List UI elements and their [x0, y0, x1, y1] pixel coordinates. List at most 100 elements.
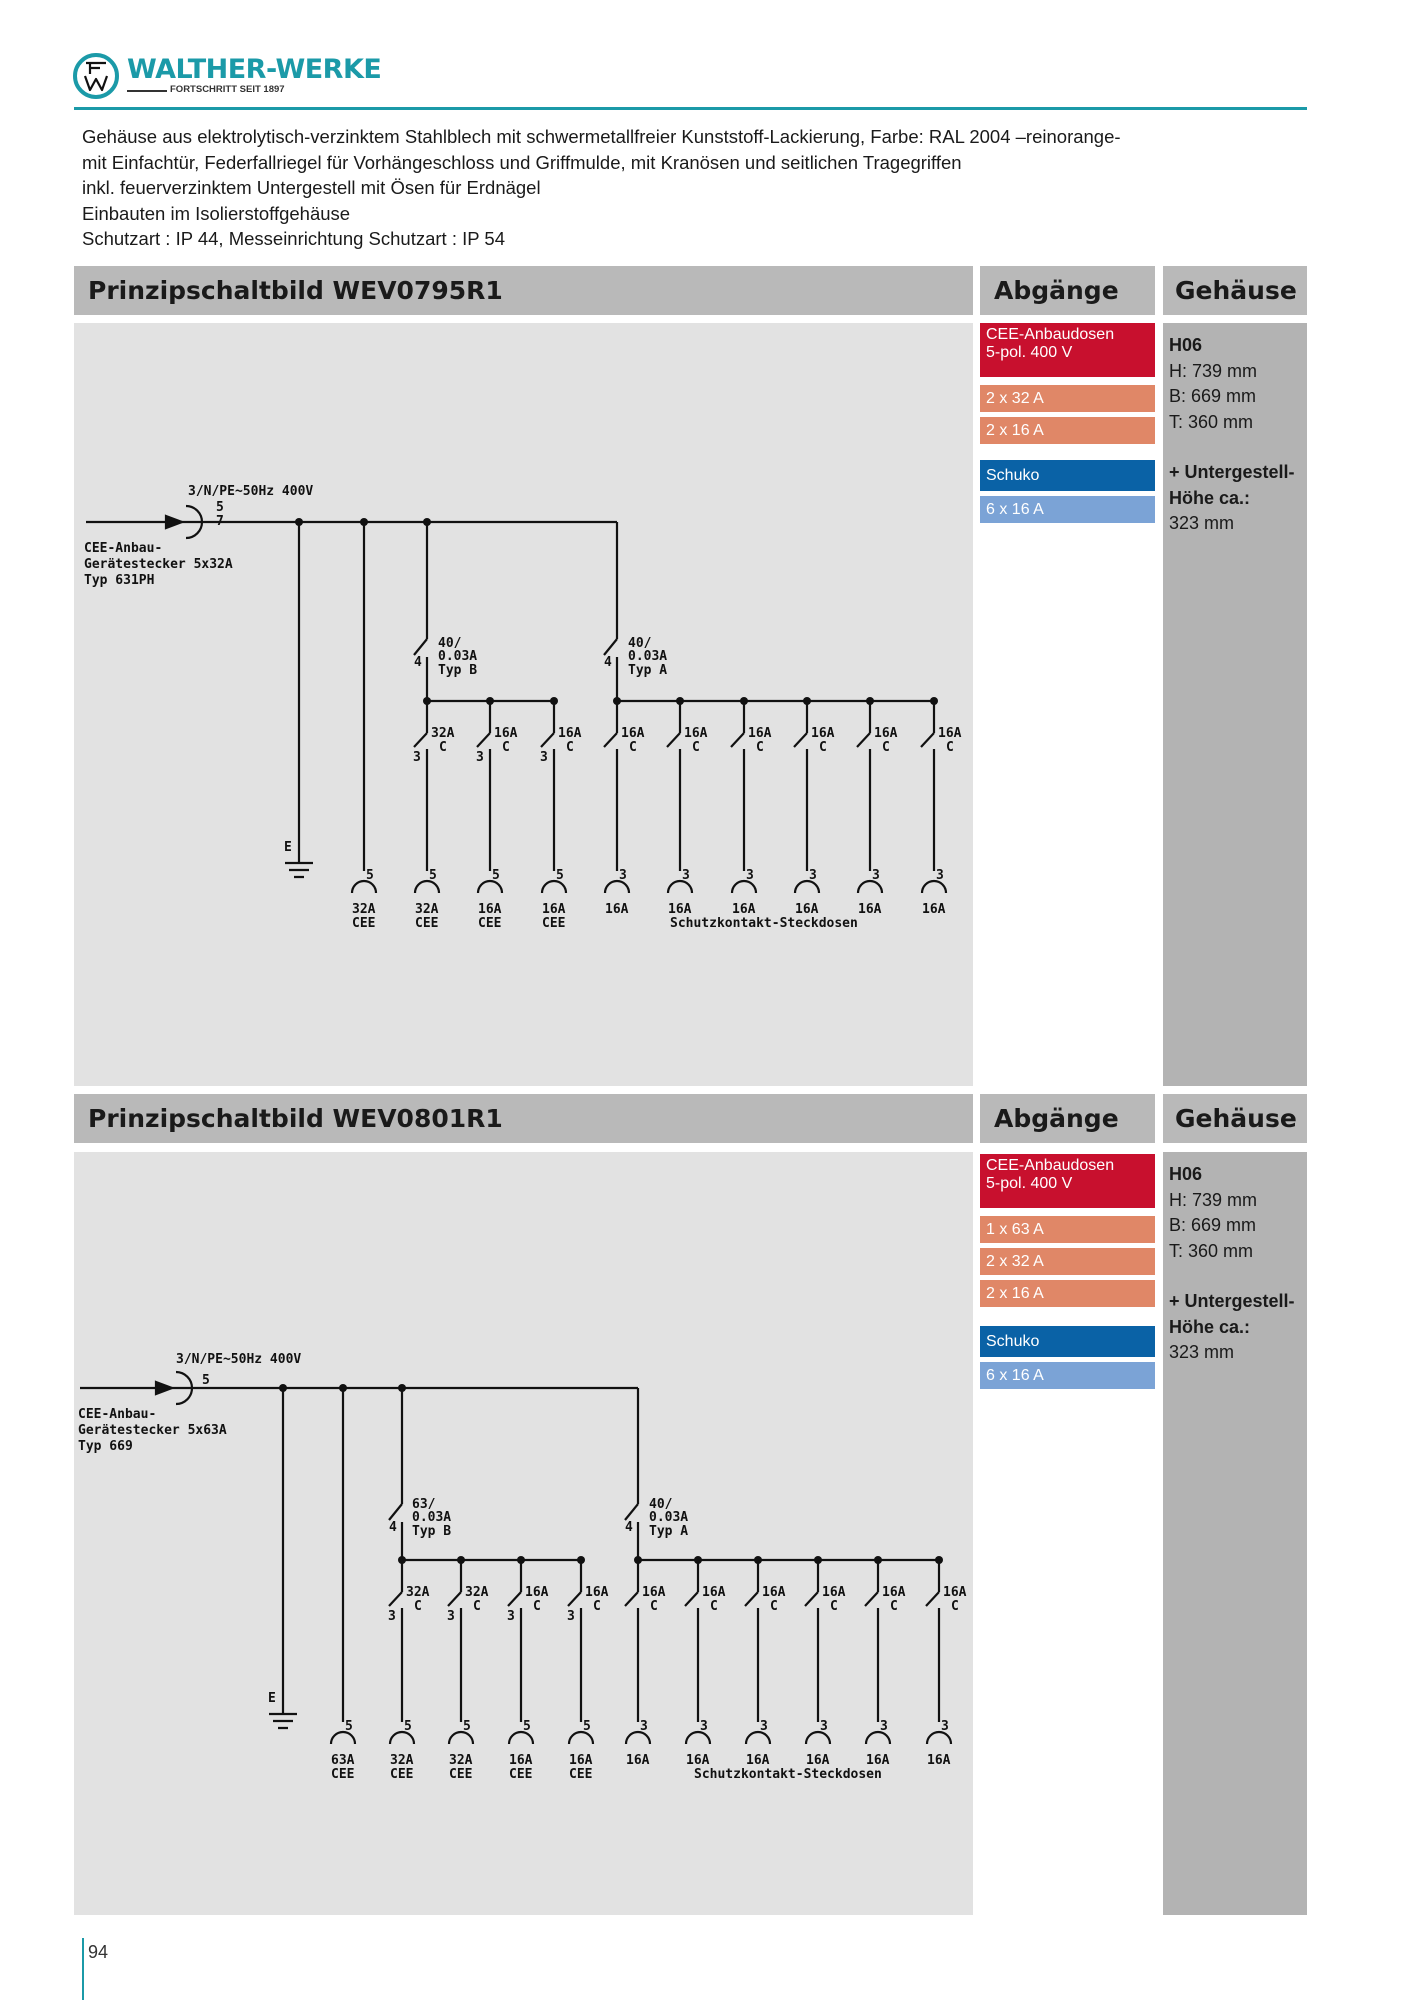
pole-label: 5: [202, 1373, 210, 1388]
breaker-switch-icon: [603, 732, 619, 871]
rcd-label: 0.03A: [412, 1510, 451, 1525]
pole-label: 5: [429, 868, 437, 883]
inlet-label: CEE-Anbau-: [78, 1407, 156, 1422]
housing-type: H06: [1169, 1164, 1203, 1184]
socket-icon: [567, 1730, 595, 1745]
breaker-switch-icon: [925, 1591, 941, 1722]
socket-icon: [476, 879, 504, 894]
cee-output-row: 2 x 16 A: [980, 417, 1155, 444]
base-frame-height: 323 mm: [1169, 1342, 1235, 1362]
base-frame-height-label: Höhe ca.:: [1169, 487, 1251, 508]
outputs-column: CEE-Anbaudosen 5-pol. 400 V 2 x 32 A 2 x…: [980, 323, 1155, 1086]
breaker-switch-icon: [856, 732, 872, 871]
earth-label: E: [284, 840, 292, 855]
socket-type: CEE: [449, 1767, 472, 1782]
socket-rating: 16A: [478, 902, 502, 917]
breaker-rating: 16A: [525, 1585, 549, 1600]
socket-rating: 16A: [542, 902, 566, 917]
breaker-switch-icon: [793, 732, 809, 871]
socket-rating: 32A: [352, 902, 376, 917]
breaker-characteristic: C: [946, 740, 954, 755]
pole-label: 5: [583, 1719, 591, 1734]
breaker-switch-icon: [388, 1591, 404, 1722]
breaker-characteristic: C: [830, 1599, 838, 1614]
pole-label: 3: [476, 750, 484, 765]
housing-width: B: 669 mm: [1169, 386, 1257, 406]
rcd-switch-icon: [413, 638, 429, 701]
socket-rating: 16A: [569, 1753, 593, 1768]
housing-specs: H06 H: 739 mm B: 669 mm T: 360 mm + Unte…: [1169, 333, 1309, 537]
socket-rating: 16A: [686, 1753, 710, 1768]
product-description: Gehäuse aus elektrolytisch-verzinktem St…: [82, 124, 1282, 252]
housing-title: Gehäuse: [1163, 1094, 1307, 1143]
housing-height: H: 739 mm: [1169, 360, 1258, 381]
socket-type: CEE: [509, 1767, 532, 1782]
breaker-rating: 16A: [585, 1585, 609, 1600]
socket-rating: 16A: [795, 902, 819, 917]
base-frame-label: + Untergestell-: [1169, 462, 1295, 482]
breaker-rating: 16A: [822, 1585, 846, 1600]
pole-label: 5: [404, 1719, 412, 1734]
socket-icon: [804, 1730, 832, 1745]
page-number: 94: [88, 1942, 109, 1962]
socket-type: CEE: [331, 1767, 354, 1782]
rcd-label: 0.03A: [628, 649, 667, 664]
cee-outputs-header: CEE-Anbaudosen 5-pol. 400 V: [980, 1154, 1155, 1208]
socket-type: CEE: [478, 916, 501, 931]
brand-name: WALTHER-WERKE: [127, 54, 382, 85]
socket-icon: [350, 879, 378, 894]
breaker-switch-icon: [804, 1591, 820, 1722]
cee-subtitle: 5-pol. 400 V: [986, 1175, 1073, 1192]
socket-icon: [540, 879, 568, 894]
cee-output-row: 2 x 32 A: [980, 385, 1155, 412]
socket-rating: 16A: [806, 1753, 830, 1768]
pole-label: 5: [216, 500, 224, 515]
pole-label: 3: [880, 1719, 888, 1734]
description-line: mit Einfachtür, Federfallriegel für Vorh…: [82, 151, 962, 173]
pole-label: 3: [820, 1719, 828, 1734]
socket-rating: 16A: [626, 1753, 650, 1768]
rcd-switch-icon: [388, 1503, 404, 1560]
breaker-rating: 16A: [762, 1585, 786, 1600]
socket-type: CEE: [415, 916, 438, 931]
pole-label: 3: [872, 868, 880, 883]
inlet-arrow-icon: [154, 1380, 176, 1396]
breaker-characteristic: C: [629, 740, 637, 755]
socket-icon: [920, 879, 948, 894]
pole-label: 5: [492, 868, 500, 883]
pole-label: 3: [540, 750, 548, 765]
inlet-label: Gerätestecker 5x63A: [78, 1423, 227, 1438]
rcd-label: 0.03A: [649, 1510, 688, 1525]
breaker-switch-icon: [666, 732, 682, 871]
socket-rating: 32A: [390, 1753, 414, 1768]
breaker-characteristic: C: [502, 740, 510, 755]
housing-depth: T: 360 mm: [1169, 411, 1254, 432]
description-line: Gehäuse aus elektrolytisch-verzinktem St…: [82, 126, 1121, 147]
schuko-label: Schutzkontakt-Steckdosen: [694, 1767, 882, 1782]
pole-label: 3: [447, 1609, 455, 1624]
socket-icon: [507, 1730, 535, 1745]
breaker-switch-icon: [413, 732, 429, 871]
circuit-diagram: 3/N/PE~50Hz 400V 5 7 CEE-Anbau- Gerätest…: [84, 484, 962, 931]
housing-type: H06: [1169, 335, 1203, 355]
rcd-switch-icon: [624, 1503, 640, 1560]
inlet-arrow-icon: [164, 514, 186, 530]
socket-icon: [603, 879, 631, 894]
inlet-label: CEE-Anbau-: [84, 541, 162, 556]
cee-outputs-header: CEE-Anbaudosen 5-pol. 400 V: [980, 323, 1155, 377]
breaker-characteristic: C: [819, 740, 827, 755]
rcd-label: 40/: [649, 1497, 673, 1512]
pole-label: 3: [619, 868, 627, 883]
socket-type: CEE: [352, 916, 375, 931]
socket-icon: [329, 1730, 357, 1745]
socket-rating: 16A: [732, 902, 756, 917]
base-frame-height: 323 mm: [1169, 513, 1235, 533]
pole-label: 3: [507, 1609, 515, 1624]
breaker-switch-icon: [567, 1591, 583, 1722]
pole-label: 5: [366, 868, 374, 883]
housing-specs: H06 H: 739 mm B: 669 mm T: 360 mm + Unte…: [1169, 1162, 1309, 1366]
description-line: Schutzart : IP 44, Messeinrichtung Schut…: [82, 228, 505, 249]
housing-panel: H06 H: 739 mm B: 669 mm T: 360 mm + Unte…: [1163, 323, 1307, 1086]
header-rule: [74, 107, 1307, 110]
cee-subtitle: 5-pol. 400 V: [986, 344, 1073, 361]
